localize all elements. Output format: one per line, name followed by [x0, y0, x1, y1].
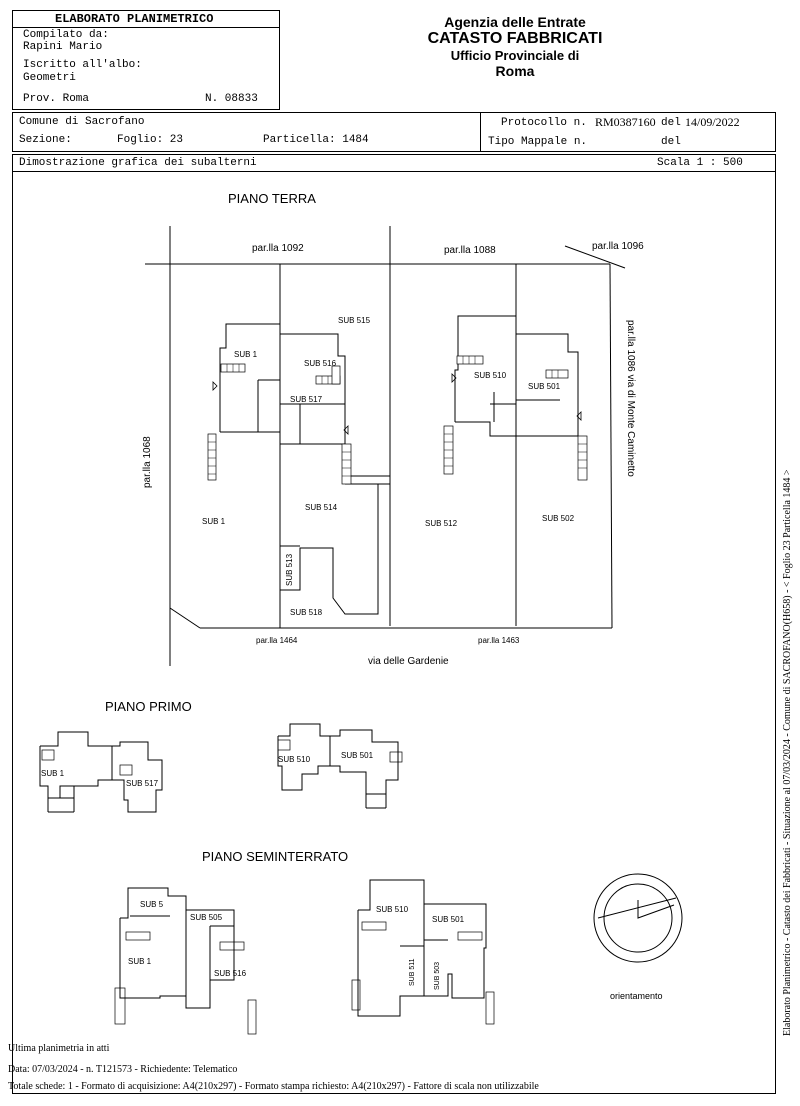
comune-label: Comune di Sacrofano [19, 116, 145, 128]
tipo-mappale-label: Tipo Mappale n. [488, 136, 588, 148]
foglio-label: Foglio: 23 [117, 134, 184, 146]
del-label-1: del [661, 117, 681, 129]
side-caption: Elaborato Planimetrico - Catasto dei Fab… [782, 469, 793, 1036]
protocollo-value: RM0387160 [595, 115, 656, 129]
footer-request-info: Data: 07/03/2024 - n. T121573 - Richiede… [8, 1064, 238, 1075]
agency-name: Agenzia delle Entrate [444, 14, 586, 30]
compass-icon [593, 873, 683, 963]
subtitle-row: Dimostrazione grafica dei subalterni Sca… [12, 154, 776, 172]
del-label-2: del [661, 136, 681, 148]
drawing-frame [12, 172, 776, 1094]
info-divider-vertical [480, 113, 481, 151]
prov-label: Prov. Roma [23, 93, 90, 105]
agency-block: Agenzia delle Entrate CATASTO FABBRICATI… [380, 14, 650, 79]
dimostrazione-label: Dimostrazione grafica dei subalterni [19, 157, 257, 169]
office-city: Roma [495, 63, 535, 79]
office-line: Ufficio Provinciale di [450, 48, 580, 63]
protocollo-label: Protocollo n. [501, 117, 587, 129]
title-divider [13, 27, 279, 28]
albo-number: N. 08833 [205, 93, 258, 105]
compiler-box: ELABORATO PLANIMETRICO Compilato da: Rap… [12, 10, 280, 110]
catasto-title: CATASTO FABBRICATI [427, 30, 603, 47]
iscritto-label: Iscritto all'albo: [23, 59, 142, 71]
scale-label: Scala 1 : 500 [657, 157, 743, 169]
particella-label: Particella: 1484 [263, 134, 369, 146]
footer-last-plan: Ultima planimetria in atti [8, 1043, 110, 1054]
footer-format-info: Totale schede: 1 - Formato di acquisizio… [8, 1081, 539, 1092]
document-title: ELABORATO PLANIMETRICO [55, 12, 214, 26]
del-date: 14/09/2022 [685, 115, 740, 129]
compilato-value: Rapini Mario [23, 41, 103, 53]
sezione-label: Sezione: [19, 134, 72, 146]
iscritto-value: Geometri [23, 72, 76, 84]
info-box: Comune di Sacrofano Sezione: Foglio: 23 … [12, 112, 776, 152]
compilato-label: Compilato da: [23, 29, 109, 41]
